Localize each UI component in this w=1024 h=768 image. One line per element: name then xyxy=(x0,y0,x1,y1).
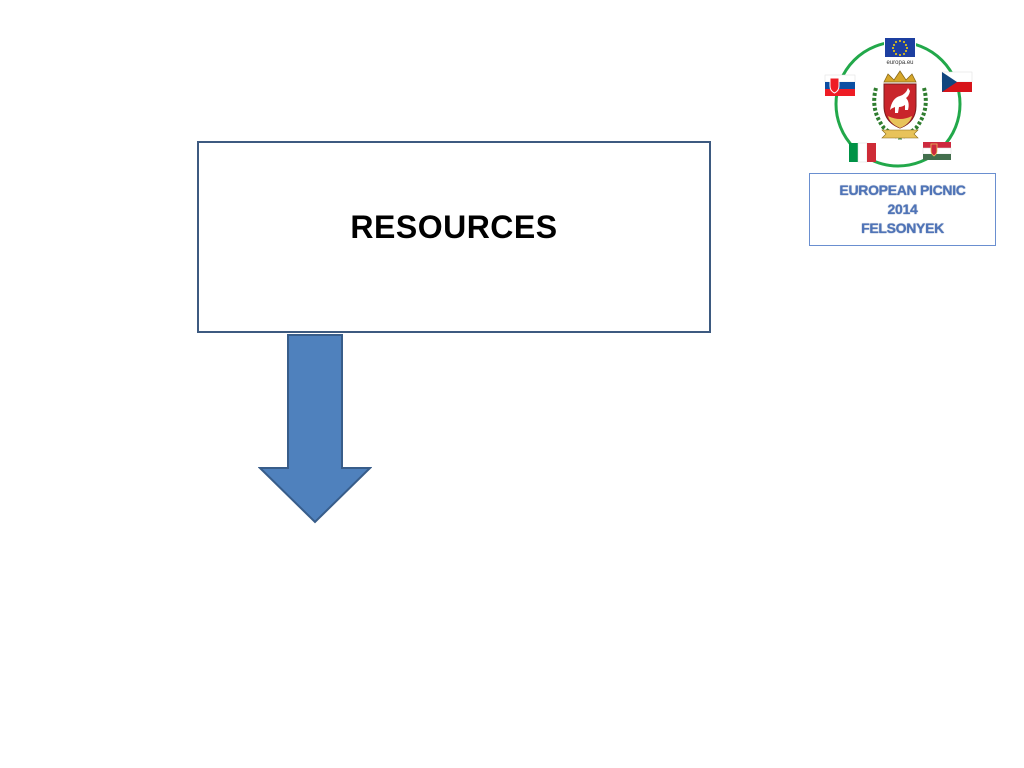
logo-caption: EUROPEAN PICNIC 2014 FELSONYEK xyxy=(809,173,996,246)
resources-label: RESOURCES xyxy=(350,208,558,245)
czech-flag-icon xyxy=(941,71,973,92)
coat-of-arms-icon xyxy=(872,70,928,140)
eu-label: europa.eu xyxy=(886,60,913,66)
italy-flag-icon xyxy=(849,142,876,163)
european-picnic-logo: europa.eu xyxy=(824,37,973,168)
caption-line-3: FELSONYEK xyxy=(861,220,944,236)
down-arrow-icon xyxy=(258,334,372,524)
eu-flag-icon xyxy=(884,37,916,58)
caption-line-1: EUROPEAN PICNIC xyxy=(839,182,966,198)
slovakia-flag-icon xyxy=(824,74,856,96)
caption-line-2: 2014 xyxy=(887,201,918,217)
resources-box: RESOURCES xyxy=(197,141,711,333)
hungary-flag-icon xyxy=(922,142,952,160)
